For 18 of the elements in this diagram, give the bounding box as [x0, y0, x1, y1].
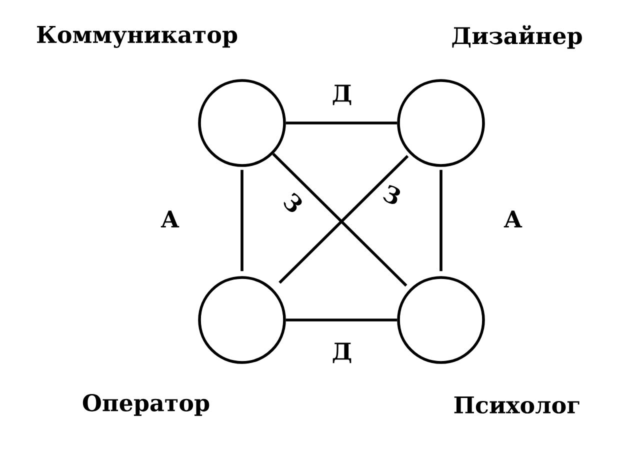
role-label: Оператор: [82, 394, 210, 416]
connector-line: [286, 318, 398, 322]
role-circle: [397, 79, 485, 167]
role-label: Коммуникатор: [37, 26, 238, 48]
edge-label: Д: [332, 342, 352, 364]
edge-label: А: [504, 210, 522, 228]
connector-line: [440, 170, 442, 272]
role-label: Психолог: [454, 396, 580, 414]
edge-label: А: [160, 210, 180, 228]
edge-label: З: [284, 192, 302, 212]
connector-line: [286, 122, 398, 124]
edge-label: З: [383, 185, 400, 204]
role-circle: [198, 79, 286, 167]
edge-label: Д: [332, 84, 352, 106]
connector-line: [240, 170, 244, 272]
role-circle: [397, 276, 485, 364]
role-circle: [198, 276, 286, 364]
role-label: Дизайнер: [452, 25, 582, 49]
